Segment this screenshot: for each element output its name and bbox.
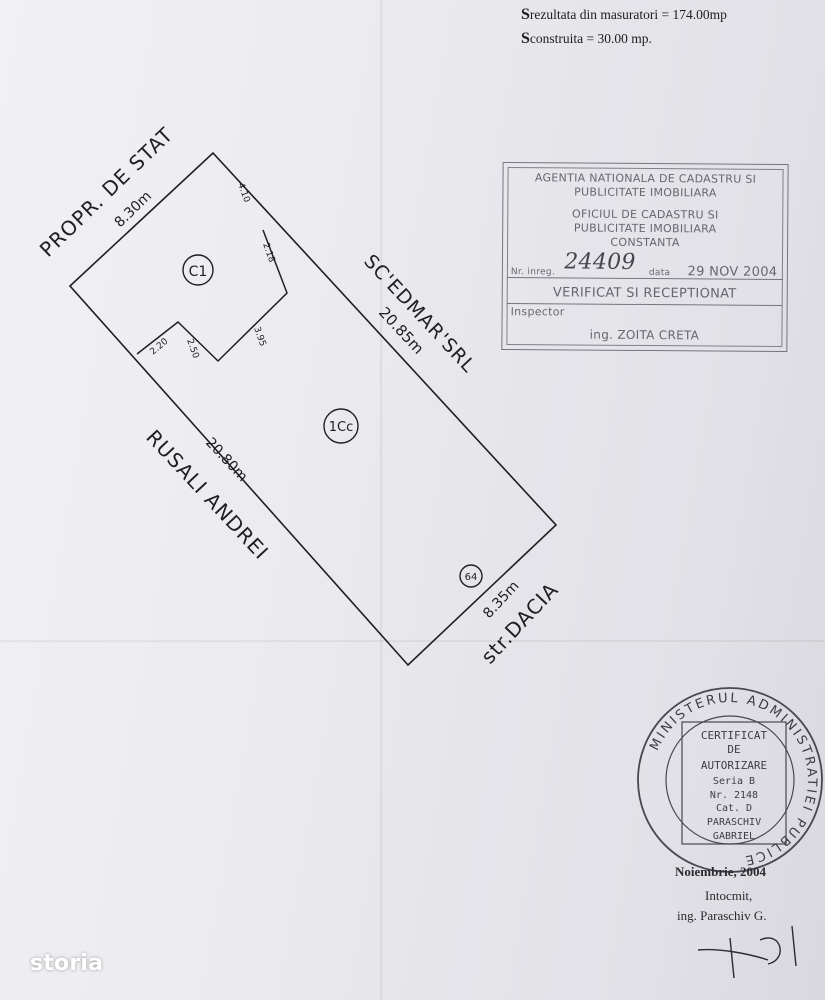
footer-engineer: ing. Paraschiv G.: [677, 908, 767, 923]
inspector-name: ing. ZOITA CRETA: [589, 327, 700, 343]
dim-4-10: 4.10: [235, 182, 251, 205]
auth-line3: AUTORIZARE: [701, 759, 767, 772]
cadastre-stamp-line3: OFICIUL DE CADASTRU SI: [572, 207, 719, 222]
cadastre-stamp: AGENTIA NATIONALA DE CADASTRU SI PUBLICI…: [501, 162, 789, 352]
auth-line8: GABRIEL: [713, 831, 755, 842]
storia-logo: storia: [30, 951, 104, 976]
north-neighbor-label: PROPR. DE STAT: [35, 122, 178, 261]
dim-west: 20.80m: [202, 435, 250, 485]
dim-2-20: 2.20: [149, 337, 171, 358]
cadastre-stamp-line1: AGENTIA NATIONALA DE CADASTRU SI: [534, 171, 757, 186]
dim-2-18: 2.18: [260, 242, 276, 265]
building-c1-outline: [136, 229, 288, 363]
area-built-line: Sconstruita = 30.00 mp.: [521, 30, 652, 47]
cadastre-stamp-verified: VERIFICAT SI RECEPTIONAT: [552, 285, 737, 302]
label-1cc: 1Cc: [329, 420, 354, 435]
footer-drafted: Intocmit,: [705, 888, 753, 903]
dim-3-95: 3.95: [251, 326, 267, 348]
footer-date: Noiembrie, 2004: [675, 864, 766, 879]
nr-value: 24409: [564, 249, 636, 275]
data-label: data: [648, 268, 671, 279]
cadastre-stamp-line4: PUBLICITATE IMOBILIARA: [573, 221, 717, 236]
label-1cc-circle: [323, 408, 359, 444]
label-c1-circle: [182, 254, 214, 286]
label-64-circle: [459, 564, 483, 588]
label-c1: C1: [189, 264, 208, 280]
auth-line7: PARASCHIV: [707, 817, 761, 828]
nr-label: Nr. inreg.: [510, 267, 556, 278]
parcel-outline: [68, 151, 558, 667]
authorization-round-stamp: MINISTERUL ADMINISTRATIEI PUBLICE CERTIF…: [637, 687, 823, 873]
cadastre-stamp-line2: PUBLICITATE IMOBILIARA: [574, 185, 717, 200]
signature-scribble: [697, 925, 797, 979]
auth-line1: CERTIFICAT: [701, 729, 768, 742]
auth-line4: Seria B: [713, 776, 755, 787]
cadastre-stamp-line5: CONSTANTA: [610, 235, 680, 250]
inspector-label: Inspector: [510, 305, 565, 319]
label-64: 64: [465, 572, 478, 583]
paper-fold-vertical: [380, 0, 383, 1000]
area-measured-line: Srezultata din masuratori = 174.00mp: [521, 6, 727, 23]
auth-line2: DE: [727, 743, 740, 756]
paper-fold-horizontal: [0, 640, 825, 643]
auth-line5: Nr. 2148: [710, 790, 758, 801]
auth-line6: Cat. D: [716, 803, 752, 814]
